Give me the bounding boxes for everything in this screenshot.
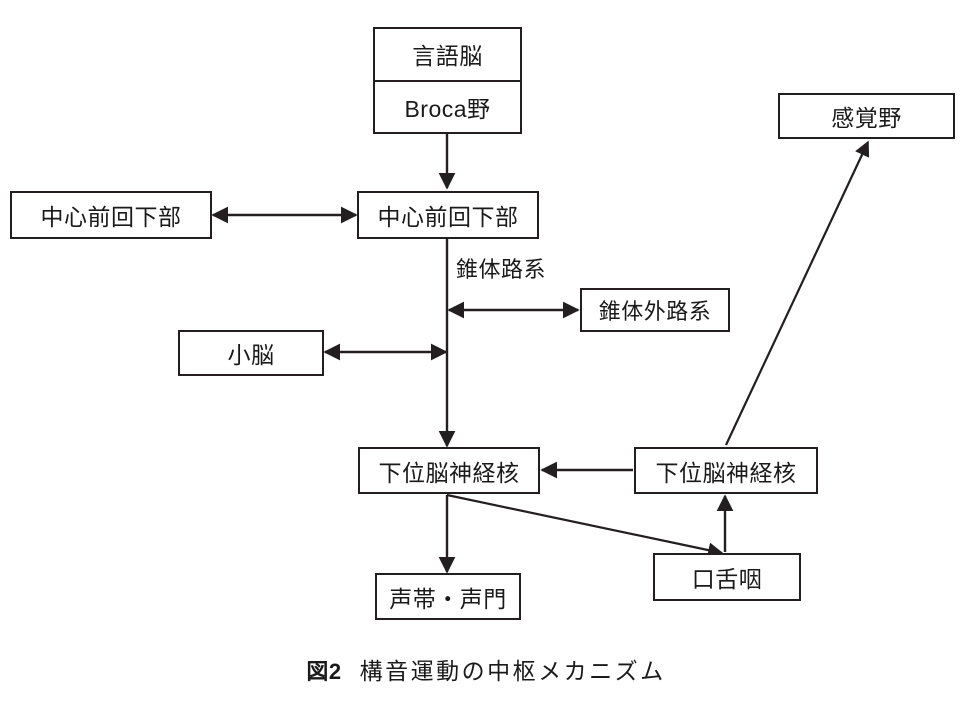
node-precentral-gyrus-left-label: 中心前回下部 <box>40 204 182 230</box>
node-language-brain-label: 言語脳 <box>412 43 483 70</box>
edge-lower-cranial-left-to-oral <box>446 493 724 558</box>
node-oral-lingual-pharyngeal-label: 口舌咽 <box>691 566 763 592</box>
node-lower-cranial-nuclei-left-label: 下位脳神経核 <box>378 459 520 486</box>
node-vocal-cords-glottis[interactable]: 声帯・声門 <box>375 573 521 620</box>
node-extrapyramidal-system-label: 錐体外路系 <box>598 299 712 324</box>
edge-lower-cranial-right-to-sensory <box>725 140 870 446</box>
node-lower-cranial-nuclei-left[interactable]: 下位脳神経核 <box>358 447 540 494</box>
node-lower-cranial-nuclei-right[interactable]: 下位脳神経核 <box>634 447 818 494</box>
node-language-brain-broca[interactable]: 言語脳 Broca野 <box>373 27 522 134</box>
node-sensory-area-label: 感覚野 <box>831 105 902 131</box>
figure-caption-number: 図2 <box>306 659 342 684</box>
node-precentral-gyrus-right[interactable]: 中心前回下部 <box>357 191 539 239</box>
node-cerebellum[interactable]: 小脳 <box>178 330 324 376</box>
node-precentral-gyrus-left[interactable]: 中心前回下部 <box>10 191 212 239</box>
node-cerebellum-label: 小脳 <box>227 342 275 368</box>
node-broca-label: Broca野 <box>375 79 520 133</box>
node-precentral-gyrus-right-label: 中心前回下部 <box>377 204 519 230</box>
node-oral-lingual-pharyngeal[interactable]: 口舌咽 <box>653 553 801 601</box>
node-lower-cranial-nuclei-right-label: 下位脳神経核 <box>655 459 797 486</box>
node-vocal-cords-glottis-label: 声帯・声門 <box>389 585 507 612</box>
figure-caption: 図2 構音運動の中枢メカニズム <box>0 652 972 686</box>
edge-label-pyramidal-tract: 錐体路系 <box>456 257 547 282</box>
node-sensory-area[interactable]: 感覚野 <box>778 93 955 139</box>
figure-caption-text: 構音運動の中枢メカニズム <box>359 659 666 684</box>
node-extrapyramidal-system[interactable]: 錐体外路系 <box>580 288 730 332</box>
